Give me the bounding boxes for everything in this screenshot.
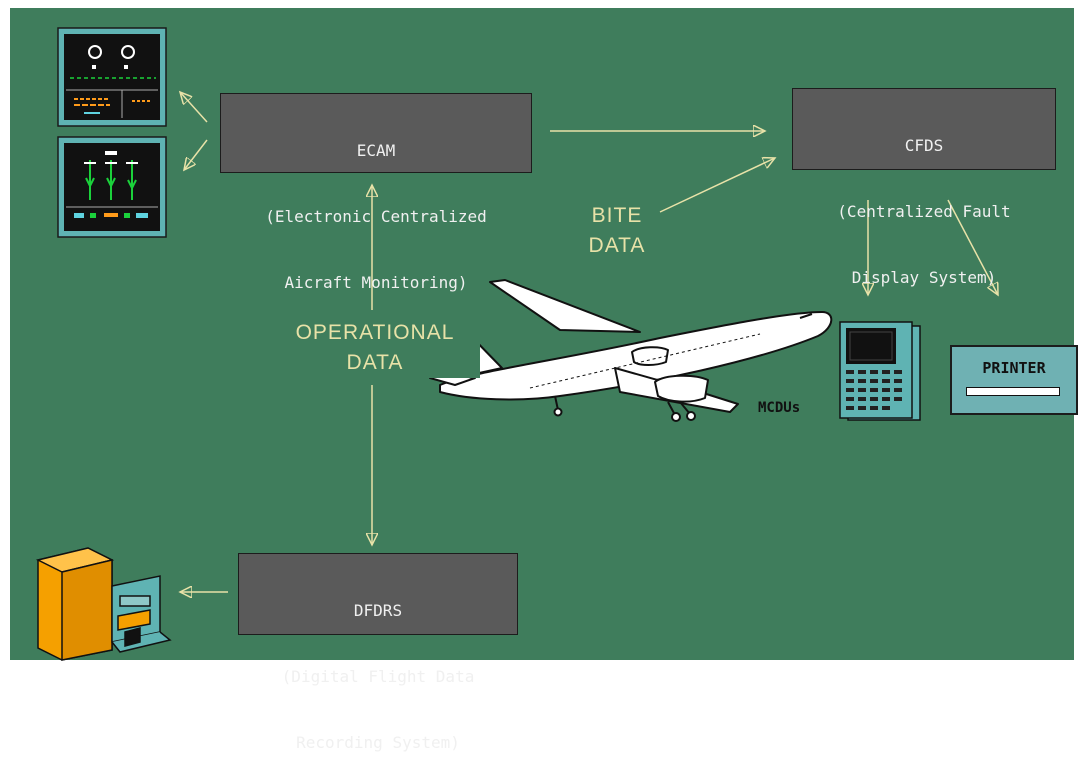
bite-label-line2: DATA <box>588 234 646 257</box>
ecam-title: ECAM <box>356 141 396 160</box>
dfdrs-subtitle-line1: (Digital Flight Data <box>281 667 475 686</box>
dfdrs-box: DFDRS (Digital Flight Data Recording Sys… <box>238 553 518 752</box>
bite-data-label: BITE DATA <box>572 201 662 261</box>
dfdrs-title: DFDRS <box>353 601 403 620</box>
ecam-subtitle-line1: (Electronic Centralized <box>265 207 487 226</box>
dfdrs-subtitle-line2: Recording System) <box>296 733 460 752</box>
operational-label-line2: DATA <box>346 351 404 374</box>
mcdus-label: MCDUs <box>758 400 801 416</box>
printer-paper-slot <box>966 387 1060 396</box>
printer-icon: PRINTER <box>950 345 1078 415</box>
bite-label-line1: BITE <box>591 204 643 227</box>
operational-data-label: OPERATIONAL DATA <box>270 318 480 378</box>
cfds-title: CFDS <box>904 136 944 155</box>
cfds-box: CFDS (Centralized Fault Display System) <box>792 88 1056 287</box>
ecam-box: ECAM (Electronic Centralized Aicraft Mon… <box>220 93 532 292</box>
operational-label-line1: OPERATIONAL <box>295 321 455 344</box>
ecam-subtitle-line2: Aicraft Monitoring) <box>284 273 468 292</box>
cfds-subtitle-line1: (Centralized Fault <box>837 202 1011 221</box>
cfds-subtitle-line2: Display System) <box>851 268 997 287</box>
printer-label: PRINTER <box>982 359 1046 377</box>
